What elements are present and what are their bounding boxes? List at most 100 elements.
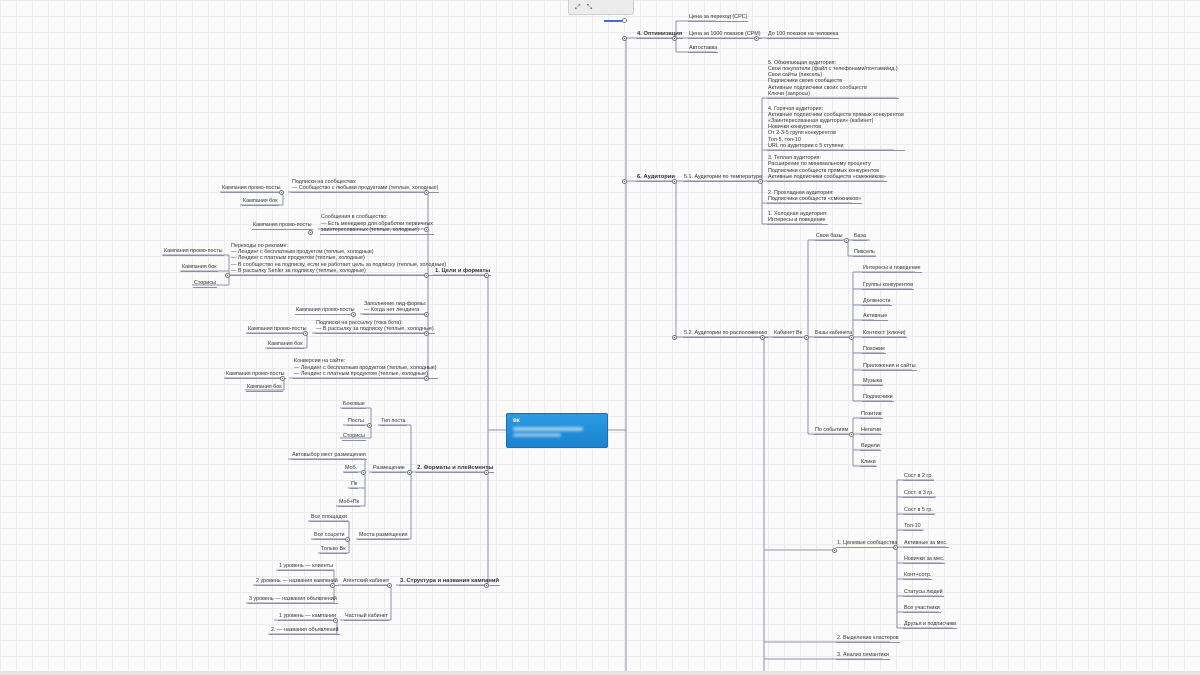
topic-node[interactable]: Друзья и подписчики [903,621,958,629]
topic-node[interactable]: Агентский кабинет [342,578,391,586]
topic-node[interactable]: Сост в 2 гр. [903,473,934,481]
collapse-toggle-icon[interactable] [302,330,308,336]
topic-node[interactable]: Топ-10 [903,523,922,531]
topic-node[interactable]: Пк [350,481,359,489]
topic-node[interactable]: 2. Выделение кластеров [836,635,900,643]
collapse-toggle-icon[interactable] [423,189,429,195]
topic-node[interactable]: Кампания бок [246,384,283,392]
collapse-toggle-icon[interactable] [350,311,356,317]
topic-node[interactable]: Кабинет Вк [773,330,803,338]
central-topic[interactable]: вк [506,413,608,448]
topic-node[interactable]: 5.1. Аудитории по температуре [683,174,764,182]
collapse-toggle-icon[interactable] [366,422,372,428]
topic-node[interactable]: Базы кабинета [814,330,854,338]
topic-node[interactable]: Позитив [860,411,883,419]
topic-node[interactable]: Переходы по рекламе: — Лендинг с бесплат… [230,243,448,277]
collapse-toggle-icon[interactable] [278,189,284,195]
topic-node[interactable]: Подписки на сообщество: — Сообщество с л… [291,179,440,193]
collapse-toggle-icon[interactable] [483,582,489,588]
collapse-toggle-icon[interactable] [423,375,429,381]
topic-node[interactable]: 2. Прохладная аудитория: Подписчики сооб… [767,190,863,204]
topic-node[interactable]: Интересы и поведение [862,265,922,273]
topic-node[interactable]: Сост. в 3 гр. [903,490,935,498]
topic-node[interactable]: 6. Аудитории [636,174,676,182]
collapse-toggle-icon[interactable] [483,272,489,278]
topic-node[interactable]: Новички за мес. [903,556,946,564]
topic-node[interactable]: 1 уровень — клиенты [278,563,334,571]
topic-node[interactable]: Все соцсети [313,532,346,540]
topic-node[interactable]: Свои базы [815,233,844,241]
topic-node[interactable]: Места размещения [358,532,409,540]
collapse-toggle-icon[interactable] [360,469,366,475]
topic-node[interactable]: Видели [860,443,881,451]
topic-node[interactable]: 3. Теплая аудитория: Расширение по миним… [767,155,887,182]
collapse-toggle-icon[interactable] [329,582,335,588]
collapse-toggle-icon[interactable] [671,178,677,184]
topic-node[interactable]: Должности [862,298,892,306]
collapse-toggle-icon[interactable] [386,582,392,588]
topic-node[interactable]: Пиксель [853,249,876,257]
topic-node[interactable]: Группы конкурентов [862,282,915,290]
topic-node[interactable]: Только Вк [320,546,347,554]
topic-node[interactable]: Кампания промо-посты [163,248,224,256]
topic-node[interactable]: 3. Анализ семантики [836,652,890,660]
topic-node[interactable]: 3 уровень — названия объявлений [248,596,338,604]
topic-node[interactable]: 1. Целевые сообщества [836,540,899,548]
topic-node[interactable]: Сторисы [342,433,366,441]
collapse-toggle-icon[interactable] [892,544,898,550]
collapse-toggle-icon[interactable] [423,330,429,336]
collapse-toggle-icon[interactable] [848,334,854,340]
topic-node[interactable]: 1. Холодная аудитория: Интересы и поведе… [767,211,829,225]
topic-node[interactable]: Моб. [344,465,359,473]
topic-node[interactable]: Автовыбор мест размещения [291,452,367,460]
collapse-toggle-icon[interactable] [332,617,338,623]
topic-node[interactable]: Посты [347,418,365,426]
topic-node[interactable]: Кампания промо-посты [221,185,282,193]
topic-node[interactable]: Активные за мес. [903,540,949,548]
topic-node[interactable]: Активные [862,313,889,321]
collapse-toggle-icon[interactable] [671,35,677,41]
topic-node[interactable]: Контекст (ключи) [862,330,907,338]
collapse-toggle-icon[interactable] [671,334,677,340]
collapse-toggle-icon[interactable] [621,35,627,41]
topic-node[interactable]: Приложения и сайты [862,363,917,371]
topic-node[interactable]: Кампания бок [181,264,218,272]
topic-node[interactable]: 5.2. Аудитории по расположению [683,330,769,338]
topic-node[interactable]: Конт+сотр. [903,572,933,580]
topic-node[interactable]: Сообщения в сообщество: — Есть менеджер … [320,214,434,235]
topic-node[interactable]: Сост в 5 гр. [903,507,934,515]
topic-node[interactable]: Цена за переход (CPC) [688,14,749,22]
topic-node[interactable]: Частный кабинет [344,613,389,621]
collapse-toggle-icon[interactable] [831,547,837,553]
zoom-slider-track[interactable] [604,20,624,22]
collapse-toggle-icon[interactable] [757,178,763,184]
collapse-toggle-icon[interactable] [759,334,765,340]
collapse-toggle-icon[interactable] [423,226,429,232]
topic-node[interactable]: Кампания бок [267,341,304,349]
topic-node[interactable]: 1. Цели и форматы [434,268,492,276]
collapse-toggle-icon[interactable] [423,272,429,278]
topic-node[interactable]: Все участники [903,605,941,613]
topic-node[interactable]: 5. Обжигающая аудитория: Свои покупатели… [767,60,899,100]
collapse-toggle-icon[interactable] [279,375,285,381]
topic-node[interactable]: Кампания промо-посты [225,371,286,379]
topic-node[interactable]: Конверсии на сайте: — Лендинг с бесплатн… [293,358,438,379]
topic-node[interactable]: 1 уровень — кампании [278,613,338,621]
topic-node[interactable]: Подписки на рассылку (тока бота): — В ра… [315,320,435,334]
topic-node[interactable]: 3. Структура и названия кампаний [399,578,500,586]
topic-node[interactable]: Подписчики [862,394,894,402]
topic-node[interactable]: Моб+Пк [338,499,361,507]
collapse-toggle-icon[interactable] [406,469,412,475]
topic-node[interactable]: 4. Оптимизация [636,31,684,39]
topic-node[interactable]: Заполнение лид-формы: — Когда нет лендин… [363,301,428,315]
topic-node[interactable]: Негатив [860,427,882,435]
collapse-toggle-icon[interactable] [483,469,489,475]
topic-node[interactable]: Размещение [372,465,406,473]
topic-node[interactable]: Кампания промо-посты [252,222,313,230]
collapse-toggle-icon[interactable] [344,536,350,542]
collapse-toggle-icon[interactable] [848,431,854,437]
expand-icon[interactable]: ⤢ [575,3,581,11]
topic-node[interactable]: Похожие [862,346,886,354]
topic-node[interactable]: Кампания промо-посты [295,307,356,315]
topic-node[interactable]: По событиям [814,427,850,435]
